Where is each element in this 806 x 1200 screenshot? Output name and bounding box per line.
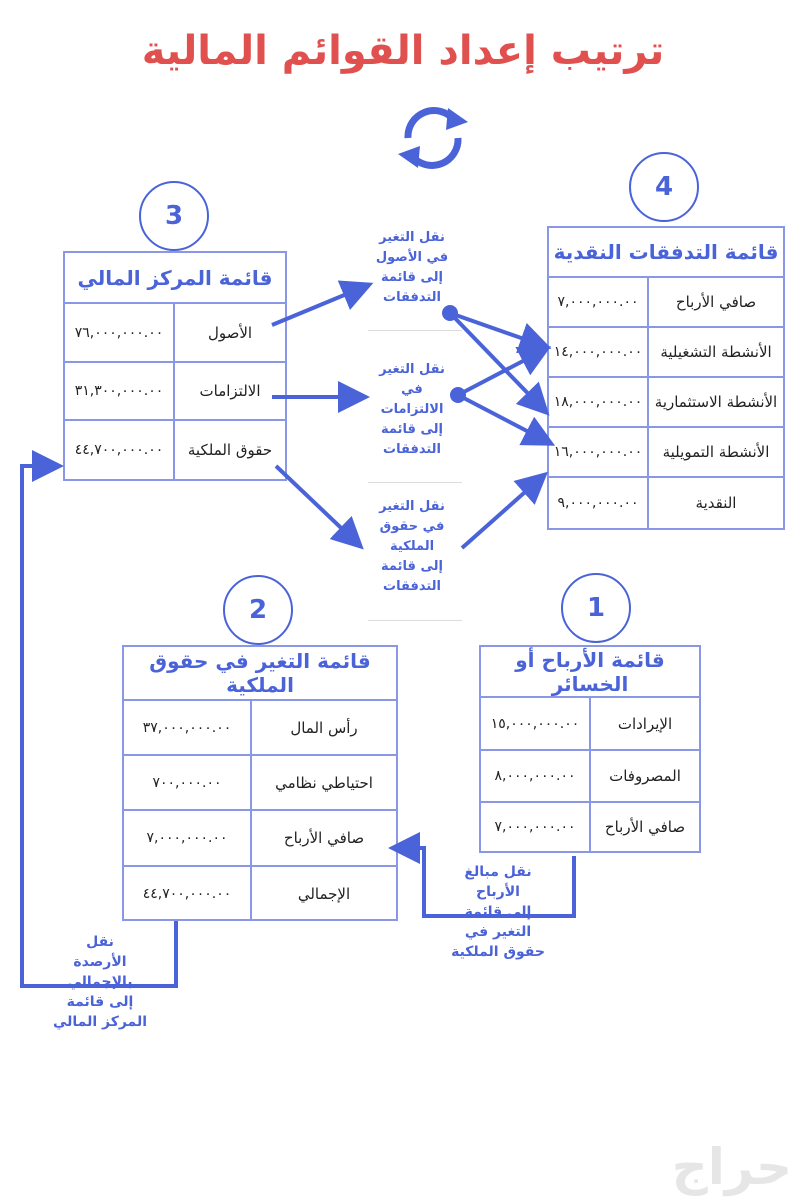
note-line: إلى قائمة xyxy=(464,904,532,920)
cash-flow-table: قائمة التدفقات النقدية صافي الأرباح ٧,٠٠… xyxy=(547,226,785,530)
note-line: بالإجمالي xyxy=(67,974,133,990)
watermark: حراج xyxy=(671,1138,792,1196)
table-row: الأنشطة التشغيلية ١٤,٠٠٠,٠٠٠.٠٠ xyxy=(549,328,783,378)
assets-transfer-note: نقل التغير في الأصول إلى قائمة التدفقات xyxy=(362,228,462,308)
row-value: ٤٤,٧٠٠,٠٠٠.٠٠ xyxy=(74,442,164,458)
note-line: المركز المالي xyxy=(53,1014,147,1030)
page-title: ترتيب إعداد القوائم المالية xyxy=(141,28,665,74)
note-line: التدفقات xyxy=(383,442,441,457)
row-label: رأس المال xyxy=(250,701,396,754)
note-line: التغير في xyxy=(464,924,532,940)
note-line: التدفقات xyxy=(383,579,441,594)
table-row: الالتزامات ٣١,٣٠٠,٠٠٠.٠٠ xyxy=(65,363,285,421)
note-line: الملكية xyxy=(389,539,435,554)
row-label: صافي الأرباح xyxy=(589,803,699,851)
table-row: النقدية ٩,٠٠٠,٠٠٠.٠٠ xyxy=(549,478,783,528)
row-value: ٩,٠٠٠,٠٠٠.٠٠ xyxy=(557,495,639,511)
step-1-badge: 1 xyxy=(561,573,631,643)
step-4-badge: 4 xyxy=(629,152,699,222)
note-line: حقوق الملكية xyxy=(451,944,545,960)
table-row: صافي الأرباح ٧,٠٠٠,٠٠٠.٠٠ xyxy=(481,803,699,851)
table-row: الإجمالي ٤٤,٧٠٠,٠٠٠.٠٠ xyxy=(124,867,396,921)
note-line: نقل التغير xyxy=(379,499,445,514)
equity-changes-table: قائمة التغير في حقوق الملكية رأس المال ٣… xyxy=(122,645,398,921)
note-line: نقل xyxy=(86,934,114,950)
row-label: الإجمالي xyxy=(250,867,396,921)
liabilities-transfer-note: نقل التغير في الالتزامات إلى قائمة التدف… xyxy=(362,360,462,460)
row-label: الأنشطة التمويلية xyxy=(647,428,783,476)
note-divider xyxy=(368,330,462,331)
cash-flow-title: قائمة التدفقات النقدية xyxy=(549,228,783,278)
note-line: نقل التغير xyxy=(379,362,445,377)
row-label: المصروفات xyxy=(589,751,699,801)
row-value: ٤٤,٧٠٠,٠٠٠.٠٠ xyxy=(142,886,232,902)
row-value: ٣١,٣٠٠,٠٠٠.٠٠ xyxy=(74,383,164,399)
row-value: ٧٠٠,٠٠٠.٠٠ xyxy=(152,774,222,791)
table-row: صافي الأرباح ٧,٠٠٠,٠٠٠.٠٠ xyxy=(124,811,396,867)
row-value: ١٨,٠٠٠,٠٠٠.٠٠ xyxy=(553,394,643,410)
note-line: الالتزامات xyxy=(380,402,444,417)
note-line: في حقوق xyxy=(379,519,445,534)
row-label: الأنشطة التشغيلية xyxy=(647,328,783,376)
row-label: صافي الأرباح xyxy=(647,278,783,326)
table-row: صافي الأرباح ٧,٠٠٠,٠٠٠.٠٠ xyxy=(549,278,783,328)
row-label: الالتزامات xyxy=(173,363,285,419)
step-3-badge: 3 xyxy=(139,181,209,251)
table-row: المصروفات ٨,٠٠٠,٠٠٠.٠٠ xyxy=(481,751,699,803)
note-line: في xyxy=(401,382,423,397)
note-line: إلى قائمة xyxy=(381,270,443,285)
equity-changes-title: قائمة التغير في حقوق الملكية xyxy=(124,647,396,701)
table-row: احتياطي نظامي ٧٠٠,٠٠٠.٠٠ xyxy=(124,756,396,811)
note-line: نقل التغير xyxy=(379,230,445,245)
refresh-arrows-icon xyxy=(398,107,468,169)
row-value: ١٥,٠٠٠,٠٠٠.٠٠ xyxy=(490,715,580,732)
table-row: رأس المال ٣٧,٠٠٠,٠٠٠.٠٠ xyxy=(124,701,396,756)
profit-transfer-note: نقل مبالغ الأرباح إلى قائمة التغير في حق… xyxy=(440,862,556,962)
row-value: ٧٦,٠٠٠,٠٠٠.٠٠ xyxy=(74,324,164,341)
balance-sheet-table: قائمة المركز المالي الأصول ٧٦,٠٠٠,٠٠٠.٠٠… xyxy=(63,251,287,481)
income-statement-table: قائمة الأرباح أو الخسائر الإيرادات ١٥,٠٠… xyxy=(479,645,701,853)
row-value: ٧,٠٠٠,٠٠٠.٠٠ xyxy=(557,294,639,310)
income-statement-title: قائمة الأرباح أو الخسائر xyxy=(481,647,699,698)
row-value: ١٦,٠٠٠,٠٠٠.٠٠ xyxy=(553,444,643,460)
note-divider xyxy=(368,482,462,483)
row-label: صافي الأرباح xyxy=(250,811,396,865)
row-label: الإيرادات xyxy=(589,698,699,749)
table-row: الأنشطة التمويلية ١٦,٠٠٠,٠٠٠.٠٠ xyxy=(549,428,783,478)
table-row: الأنشطة الاستثمارية ١٨,٠٠٠,٠٠٠.٠٠ xyxy=(549,378,783,428)
balances-transfer-note: نقل الأرصدة بالإجمالي إلى قائمة المركز ا… xyxy=(40,932,160,1032)
row-label: النقدية xyxy=(647,478,783,528)
note-line: إلى قائمة xyxy=(381,422,443,437)
note-line: في الأصول xyxy=(375,250,449,265)
row-value: ٧,٠٠٠,٠٠٠.٠٠ xyxy=(146,830,228,846)
note-line: إلى قائمة xyxy=(66,994,134,1010)
row-label: الأصول xyxy=(173,304,285,361)
row-value: ٧,٠٠٠,٠٠٠.٠٠ xyxy=(494,819,576,835)
row-label: الأنشطة الاستثمارية xyxy=(647,378,783,426)
note-line: نقل مبالغ xyxy=(464,864,532,880)
row-label: احتياطي نظامي xyxy=(250,756,396,809)
note-divider xyxy=(368,620,462,621)
step-2-badge: 2 xyxy=(223,575,293,645)
note-line: إلى قائمة xyxy=(381,559,443,574)
row-value: ٨,٠٠٠,٠٠٠.٠٠ xyxy=(494,768,576,784)
table-row: الإيرادات ١٥,٠٠٠,٠٠٠.٠٠ xyxy=(481,698,699,751)
row-value: ١٤,٠٠٠,٠٠٠.٠٠ xyxy=(553,344,643,360)
balance-sheet-title: قائمة المركز المالي xyxy=(65,253,285,304)
note-line: الأرصدة xyxy=(73,954,127,970)
table-row: حقوق الملكية ٤٤,٧٠٠,٠٠٠.٠٠ xyxy=(65,421,285,479)
note-line: التدفقات xyxy=(383,290,441,305)
row-label: حقوق الملكية xyxy=(173,421,285,479)
table-row: الأصول ٧٦,٠٠٠,٠٠٠.٠٠ xyxy=(65,304,285,363)
note-line: الأرباح xyxy=(476,884,520,900)
row-value: ٣٧,٠٠٠,٠٠٠.٠٠ xyxy=(142,719,232,736)
equity-transfer-note: نقل التغير في حقوق الملكية إلى قائمة الت… xyxy=(362,497,462,597)
